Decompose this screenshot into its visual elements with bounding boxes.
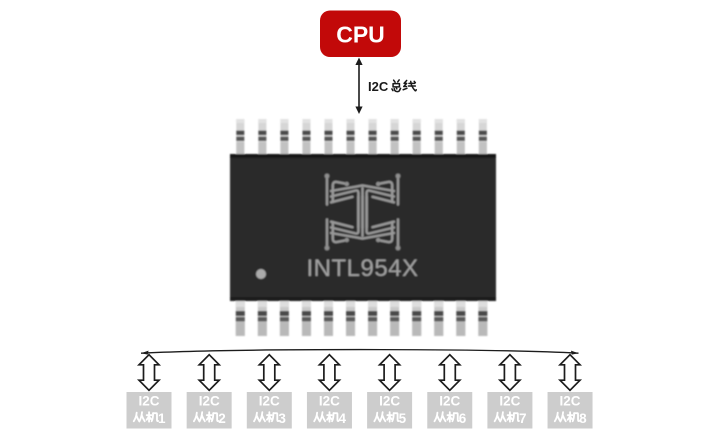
svg-text:4: 4 xyxy=(338,411,346,426)
svg-text:2: 2 xyxy=(218,411,226,426)
svg-text:I2C: I2C xyxy=(138,394,159,409)
svg-text:3: 3 xyxy=(278,411,286,426)
svg-text:CPU: CPU xyxy=(336,22,385,48)
svg-text:8: 8 xyxy=(579,411,587,426)
svg-text:I2C: I2C xyxy=(199,394,220,409)
svg-text:5: 5 xyxy=(399,411,407,426)
svg-text:I2C: I2C xyxy=(319,394,340,409)
svg-text:INTL954X: INTL954X xyxy=(306,255,418,282)
svg-text:7: 7 xyxy=(519,411,527,426)
svg-text:I2C: I2C xyxy=(499,394,520,409)
svg-text:I2C: I2C xyxy=(368,79,389,94)
svg-text:I2C: I2C xyxy=(439,394,460,409)
svg-text:I2C: I2C xyxy=(559,394,580,409)
svg-text:6: 6 xyxy=(459,411,467,426)
svg-text:1: 1 xyxy=(158,411,166,426)
svg-text:I2C: I2C xyxy=(259,394,280,409)
svg-text:I2C: I2C xyxy=(379,394,400,409)
